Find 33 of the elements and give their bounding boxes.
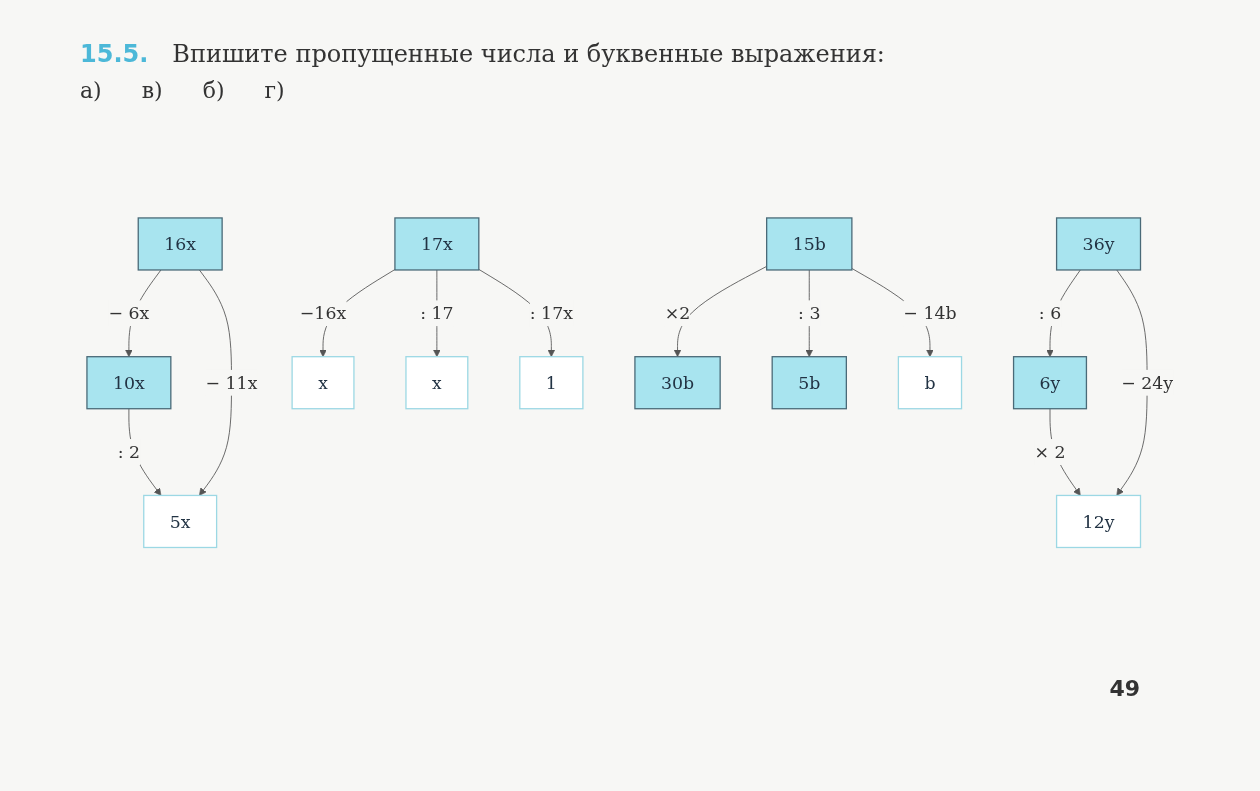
title: Впишите пропущенные числа и буквенные выражения: bbox=[172, 40, 885, 68]
node-box: x bbox=[405, 356, 469, 410]
node-box: x bbox=[291, 356, 355, 410]
edge-label: : 17 bbox=[420, 303, 454, 325]
node-box: 5b bbox=[771, 356, 847, 410]
edge-label: − 14b bbox=[903, 303, 957, 325]
node-box: 6y bbox=[1012, 356, 1088, 410]
panel-letter: в) bbox=[141, 78, 163, 103]
panel-letter: г) bbox=[264, 78, 285, 103]
edge-label: : 3 bbox=[798, 303, 821, 325]
edge-label: : 6 bbox=[1038, 303, 1062, 325]
edge-label: : 2 bbox=[117, 441, 141, 463]
node-box: 10x bbox=[86, 356, 172, 410]
node-box: 1 bbox=[519, 356, 584, 410]
exercise-number: 15.5. bbox=[80, 40, 149, 68]
page-number: 49 bbox=[1109, 676, 1140, 701]
edge-label: − 11x bbox=[205, 372, 258, 394]
edge-label: − 6x bbox=[108, 303, 150, 325]
edge-label: − 24y bbox=[1121, 372, 1174, 394]
node-box: 15b bbox=[766, 217, 853, 271]
panel-letter: а) bbox=[80, 78, 102, 103]
edge-label: ×2 bbox=[664, 303, 691, 325]
node-box: 16x bbox=[137, 217, 223, 271]
node-box: 12y bbox=[1055, 495, 1142, 549]
node-box: 36y bbox=[1055, 217, 1142, 271]
node-box: 30b bbox=[634, 356, 721, 410]
panel-letter: б) bbox=[202, 78, 225, 103]
edge-label: −16x bbox=[299, 303, 347, 325]
node-box: 17x bbox=[394, 217, 480, 271]
node-box: 5x bbox=[143, 495, 218, 549]
edge-label: × 2 bbox=[1034, 441, 1066, 463]
node-box: b bbox=[897, 356, 963, 410]
edge-label: : 17x bbox=[529, 303, 573, 325]
